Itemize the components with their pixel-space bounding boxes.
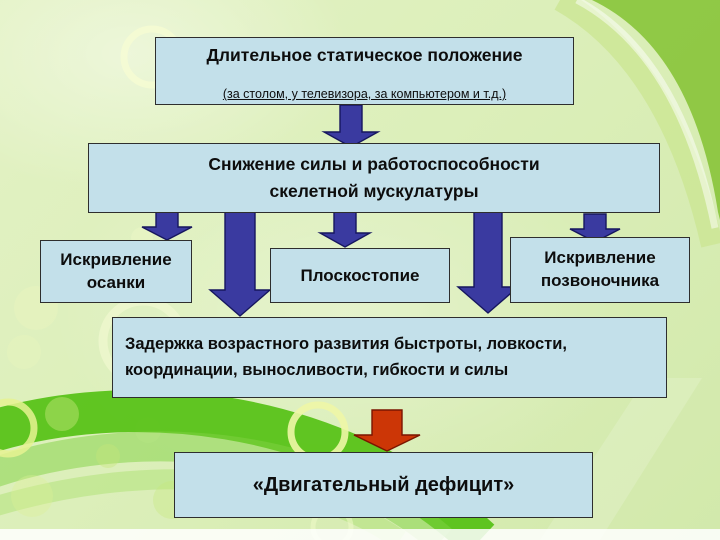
- arrow-cause-to-posture: [141, 211, 193, 241]
- swirl-top-right: [592, 0, 720, 220]
- arrow-delay-to-result: [353, 409, 421, 452]
- ring-icon: [0, 398, 38, 458]
- node-posture-curvature-label: Искривление осанки: [60, 249, 172, 292]
- bottom-highlight-strip: [0, 529, 720, 540]
- arrow-cause-to-spine: [569, 213, 621, 243]
- node-strength-decline-line1: Снижение силы и работоспособности: [208, 154, 540, 174]
- node-posture-curvature: Искривление осанки: [40, 240, 192, 303]
- node-development-delay-line2: координации, выносливости, гибкости и си…: [125, 360, 509, 379]
- blob: [11, 475, 53, 517]
- node-spine-curvature-label: Искривление позвоночника: [540, 248, 660, 290]
- swirl-top-right-edge: [575, 0, 719, 229]
- blob: [96, 444, 120, 468]
- node-strength-decline-line2: скелетной мускулатуры: [269, 181, 479, 201]
- arrow-cause-to-delay-left: [208, 211, 272, 317]
- node-static-position: Длительное статическое положение (за сто…: [155, 37, 574, 105]
- node-development-delay: Задержка возрастного развития быстроты, …: [112, 317, 667, 398]
- node-static-position-subtitle: (за столом, у телевизора, за компьютером…: [222, 87, 507, 101]
- node-flat-feet-label: Плоскостопие: [300, 265, 420, 285]
- arrow-cause-to-flatfoot: [317, 211, 373, 248]
- node-development-delay-line1: Задержка возрастного развития быстроты, …: [125, 334, 567, 353]
- blob: [7, 335, 41, 369]
- arrow-static-to-cause: [321, 104, 381, 148]
- node-strength-decline: Снижение силы и работоспособности скелет…: [88, 143, 660, 213]
- node-static-position-title: Длительное статическое положение: [206, 45, 523, 65]
- arrow-cause-to-delay-right: [456, 211, 520, 314]
- node-motor-deficit-label: «Двигательный дефицит»: [252, 473, 515, 496]
- swirl-top-right-highlight: [554, 0, 720, 248]
- node-spine-curvature: Искривление позвоночника: [510, 237, 690, 303]
- blob: [45, 397, 79, 431]
- node-flat-feet: Плоскостопие: [270, 248, 450, 303]
- node-motor-deficit: «Двигательный дефицит»: [174, 452, 593, 518]
